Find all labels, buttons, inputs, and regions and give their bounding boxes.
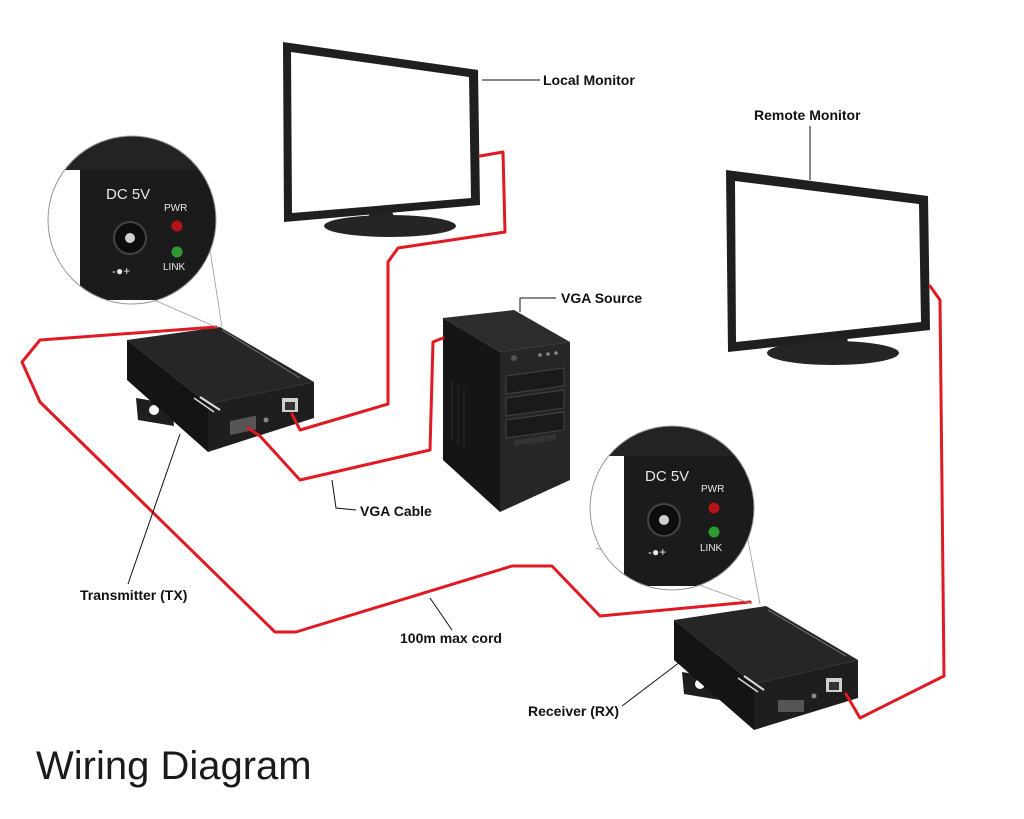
label-vga-source: VGA Source <box>561 290 643 306</box>
vga-source-tower <box>443 310 570 512</box>
diagram-title: Wiring Diagram <box>36 744 312 788</box>
rx-polarity-symbol: -●+ <box>648 545 667 559</box>
label-receiver: Receiver (RX) <box>528 703 620 719</box>
local-monitor <box>283 42 480 237</box>
cable-local-monitor <box>290 150 507 432</box>
rx-link-label: LINK <box>700 543 723 554</box>
cables <box>20 150 946 720</box>
tx-dc-label: DC 5V <box>106 186 151 203</box>
remote-monitor <box>726 170 930 365</box>
rx-zoom-callout <box>589 425 761 605</box>
label-100m-cord: 100m max cord <box>400 630 502 646</box>
rx-pwr-label: PWR <box>701 484 725 495</box>
tx-link-label: LINK <box>163 262 186 273</box>
cable-100m-cord <box>20 325 752 634</box>
label-remote-monitor: Remote Monitor <box>754 107 861 123</box>
tx-polarity-symbol: -●+ <box>112 264 131 278</box>
rx-dc-label: DC 5V <box>645 468 690 485</box>
label-transmitter: Transmitter (TX) <box>80 587 188 603</box>
leader-lines <box>127 79 811 707</box>
transmitter-device <box>127 327 314 452</box>
label-vga-cable: VGA Cable <box>360 503 432 519</box>
receiver-device <box>674 606 858 730</box>
cable-remote-monitor <box>844 284 946 720</box>
tx-zoom-callout <box>47 135 223 328</box>
tx-pwr-label: PWR <box>164 203 188 214</box>
label-local-monitor: Local Monitor <box>543 72 635 88</box>
cable-vga <box>246 336 445 482</box>
